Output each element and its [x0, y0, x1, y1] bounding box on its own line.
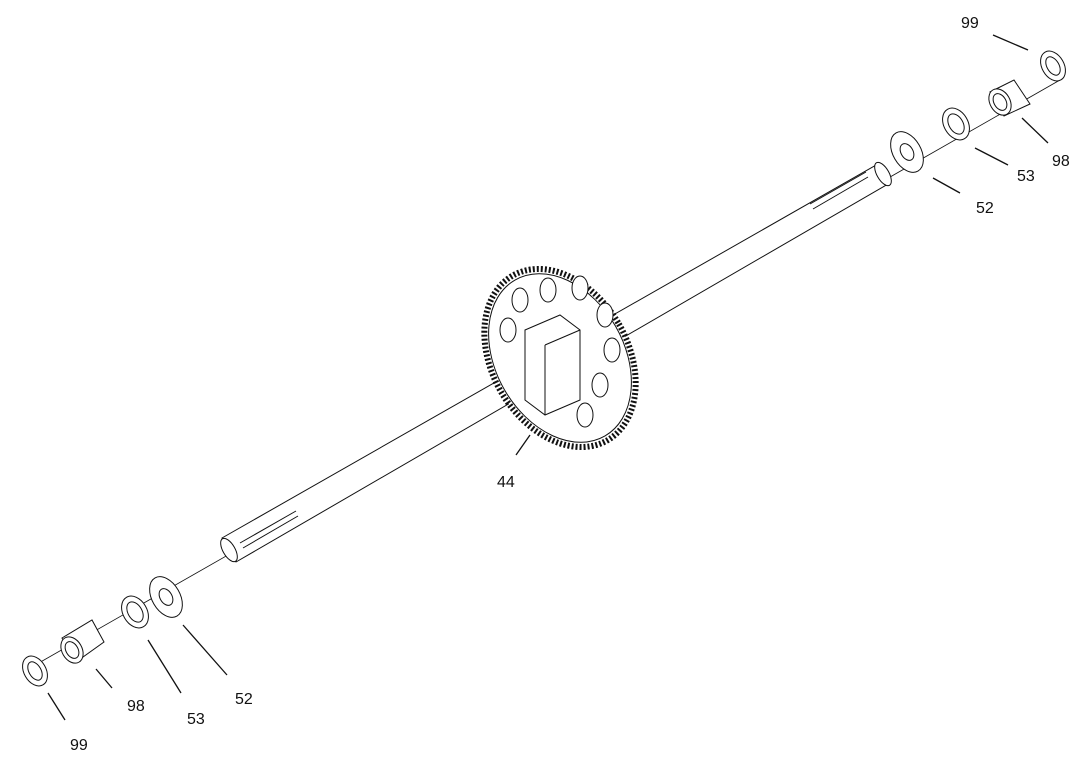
callout-52-bottom: 52 — [235, 691, 253, 708]
bushing-98-bottom — [60, 619, 105, 664]
bearing-53-bottom — [121, 595, 149, 629]
callout-98-bottom: 98 — [127, 698, 145, 715]
callout-99-top: 99 — [961, 15, 979, 32]
callout-52-top: 52 — [976, 200, 994, 217]
callout-98-top: 98 — [1052, 153, 1070, 170]
callout-44: 44 — [497, 474, 515, 491]
bearing-53-top — [942, 107, 970, 141]
callout-53-top: 53 — [1017, 168, 1035, 185]
ring-99-top — [1040, 50, 1066, 82]
washer-52-bottom — [149, 576, 183, 618]
callout-99-bottom: 99 — [70, 737, 88, 754]
callout-53-bottom: 53 — [187, 711, 205, 728]
gear-44 — [481, 265, 639, 451]
washer-52-top — [890, 131, 924, 173]
bushing-98-top — [988, 79, 1031, 117]
ring-99-bottom — [22, 655, 48, 687]
leader-lines — [47, 34, 1049, 721]
